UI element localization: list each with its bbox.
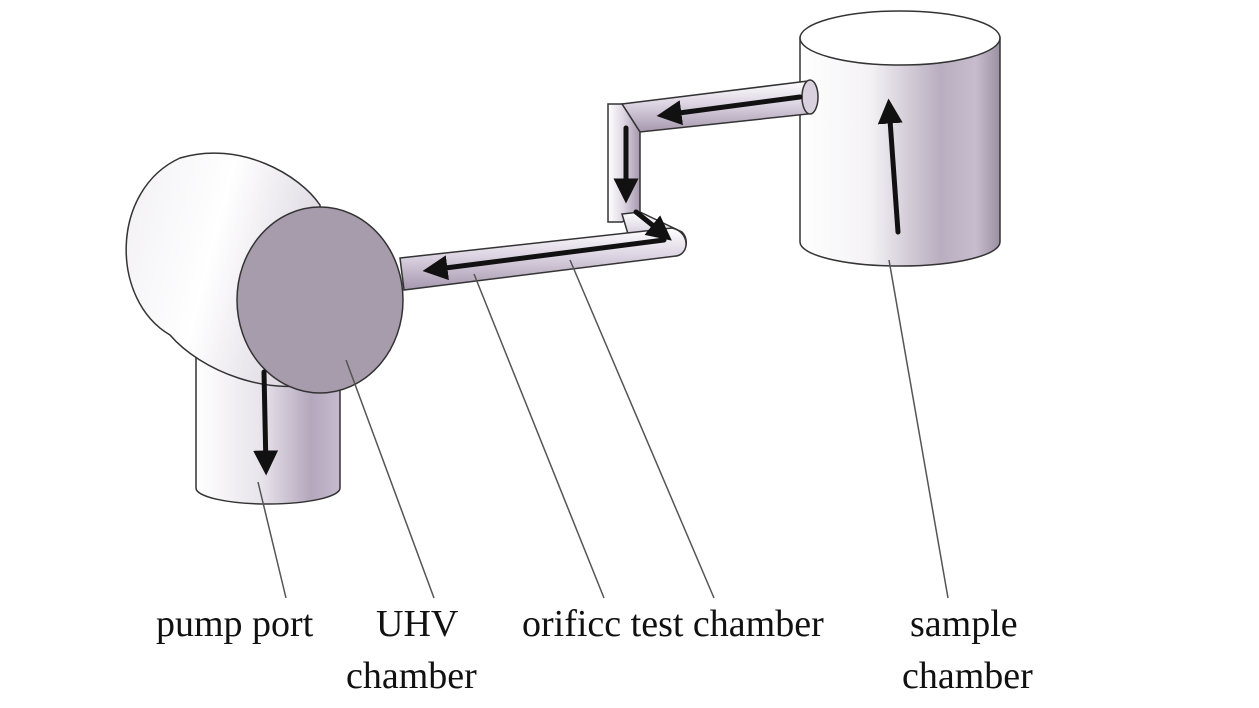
uhv-chamber-face [236, 206, 404, 394]
sample-chamber-label-line2: chamber [902, 655, 1033, 697]
flow-arrows [253, 94, 903, 476]
lower-tube-arrow [422, 237, 667, 281]
leader-lines [257, 259, 949, 599]
leader-uhv-chamber [345, 359, 435, 599]
orifice-test-chamber-label: orificc test chamber [522, 603, 824, 645]
leader-pump-port [257, 481, 287, 599]
uhv-chamber-label-line1: UHV [376, 603, 459, 645]
uhv-chamber-label-line2: chamber [346, 655, 477, 697]
leader-orifice-1 [473, 273, 605, 599]
sample-chamber-label-line1: sample [910, 603, 1018, 645]
sample-chamber-arrow [877, 98, 903, 235]
top-tube-arrow [656, 94, 803, 126]
pump-port-arrow [253, 369, 279, 476]
uhv-chamber [125, 152, 404, 394]
elbow-arrow [633, 209, 672, 241]
leader-orifice-2 [569, 259, 715, 599]
leader-sample-chamber [888, 259, 949, 599]
sample-chamber [799, 10, 1001, 267]
pump-port-label: pump port [156, 603, 314, 645]
orifice-test-tube [399, 79, 819, 291]
